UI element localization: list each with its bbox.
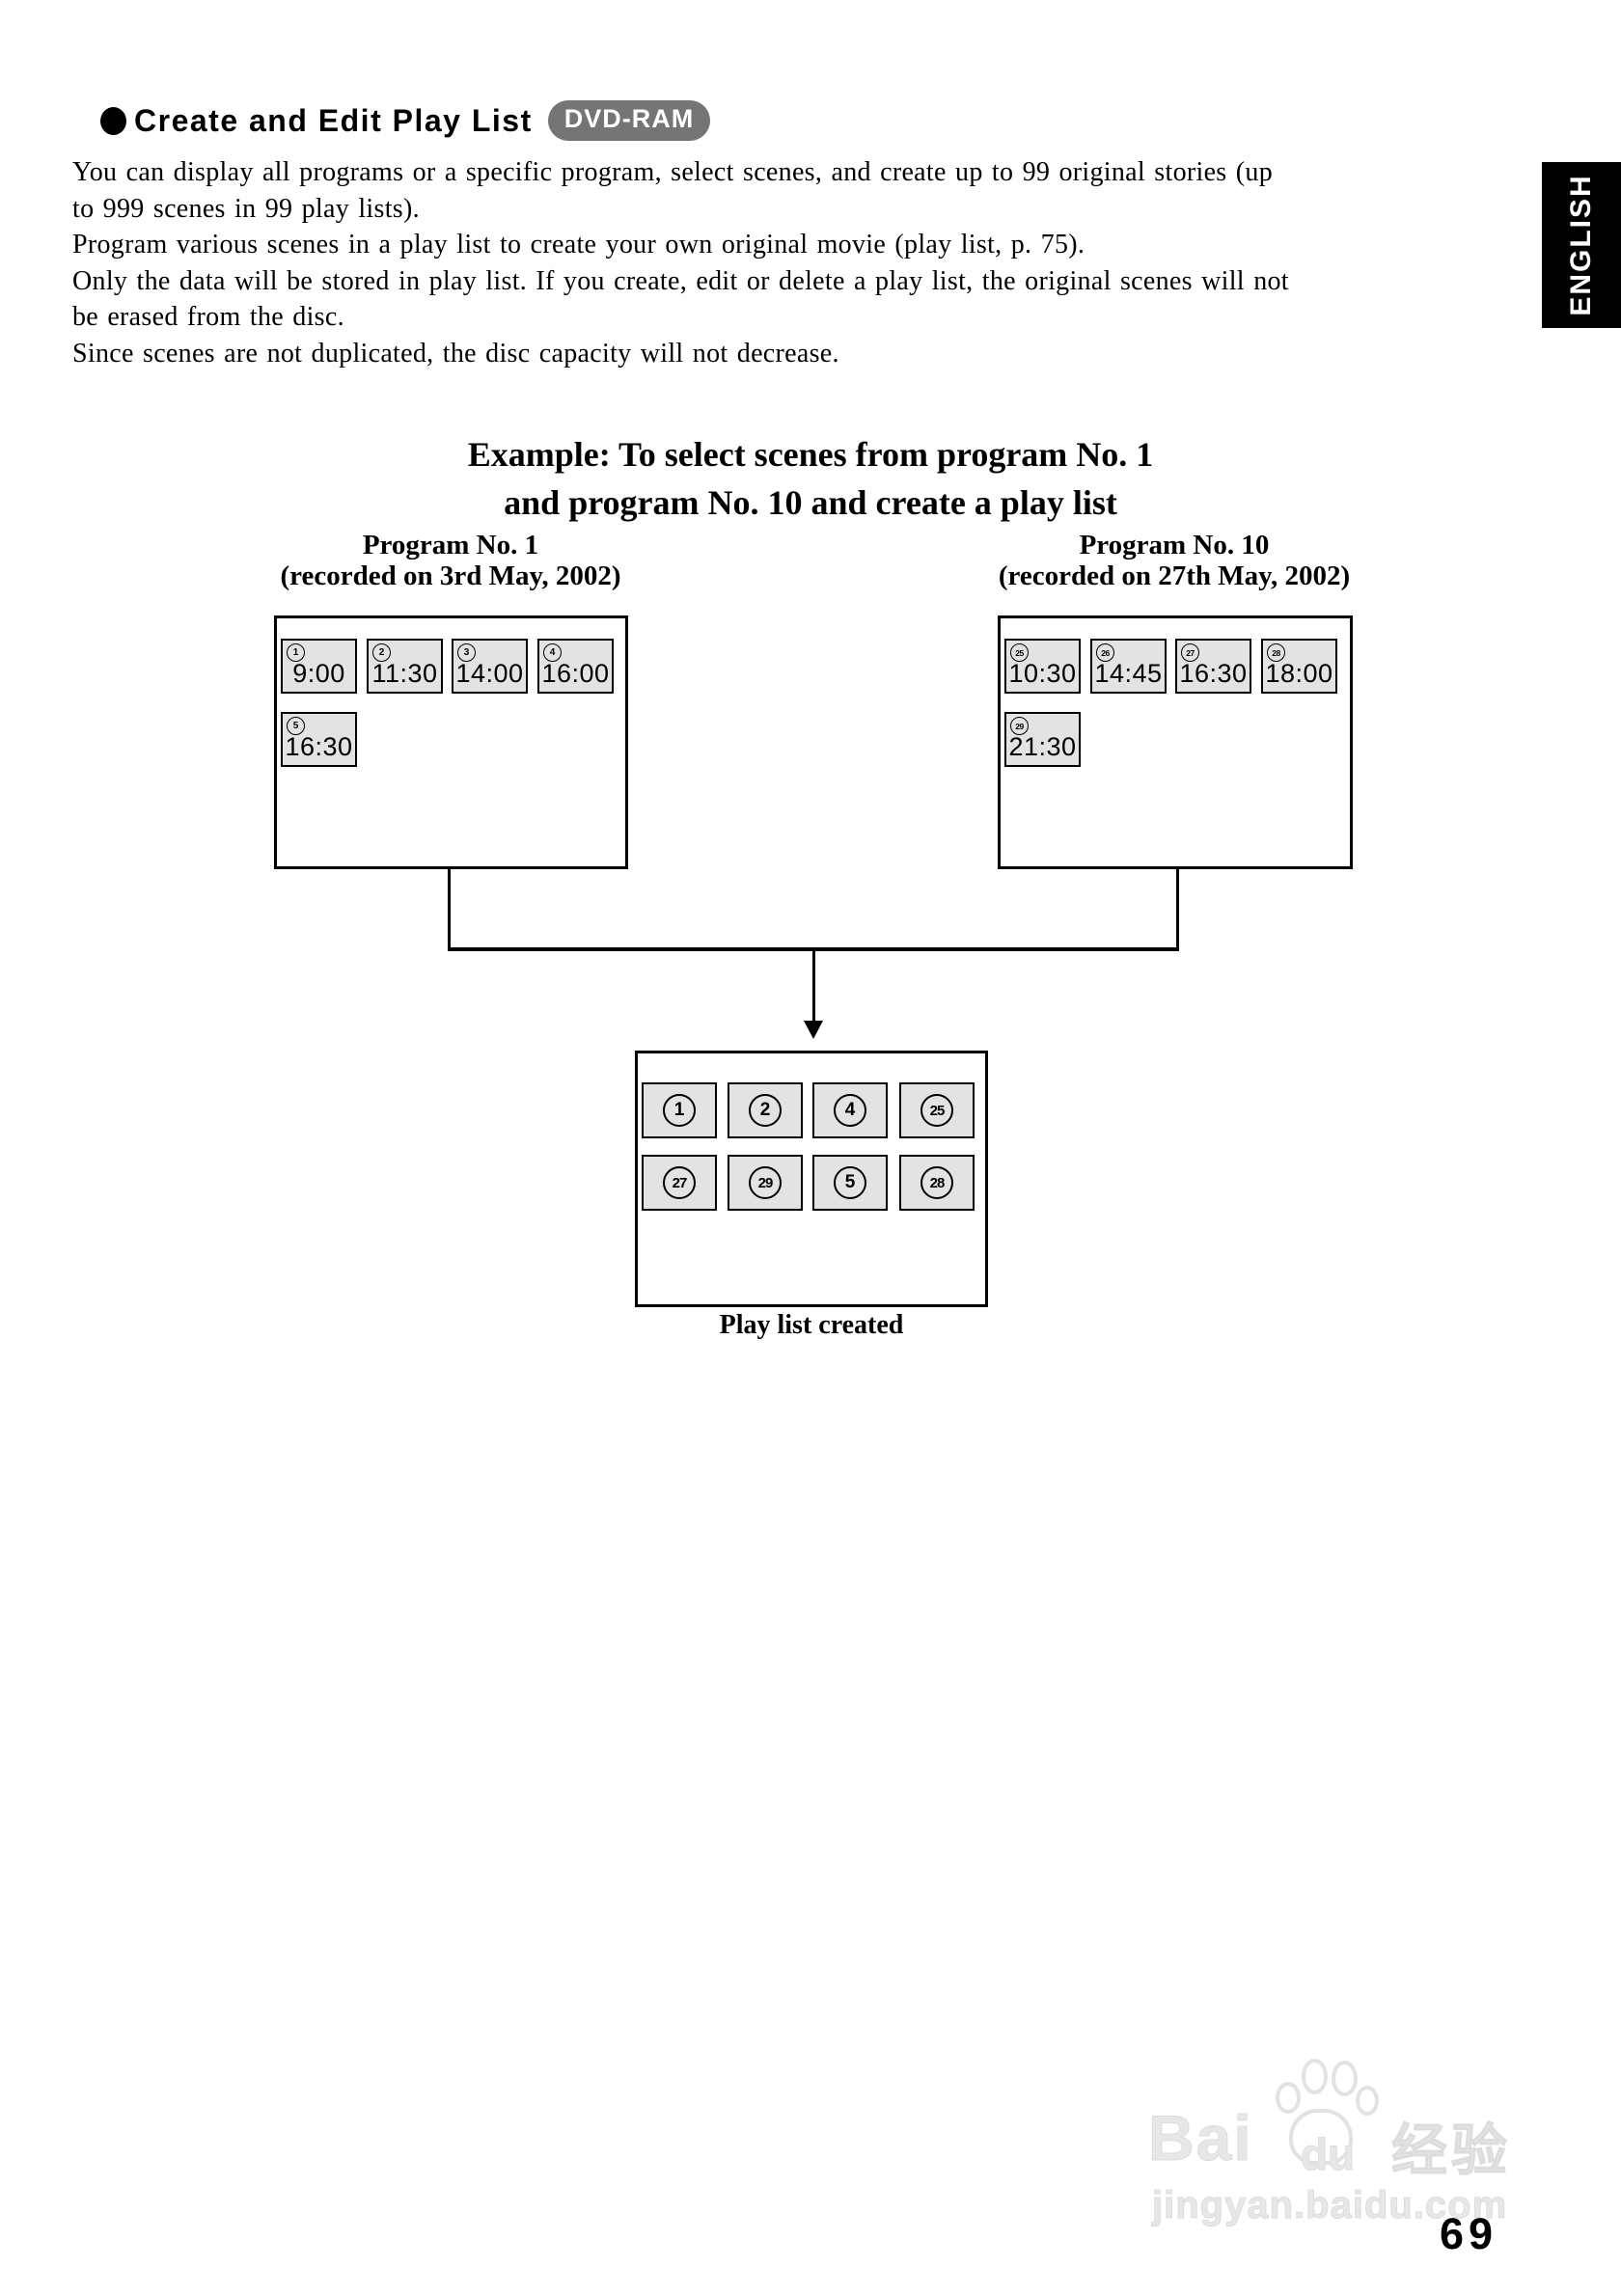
program10-label: Program No. 10 (recorded on 27th May, 20… bbox=[949, 530, 1399, 591]
arrow-down-icon bbox=[804, 1021, 823, 1039]
scene-time: 14:45 bbox=[1094, 659, 1163, 688]
scene-number-badge: 5 bbox=[287, 717, 305, 735]
playlist-box: 1 2 4 25 27 29 5 28 bbox=[635, 1051, 988, 1307]
watermark-url: jingyan.baidu.com bbox=[1151, 2184, 1508, 2228]
program1-subtitle: (recorded on 3rd May, 2002) bbox=[280, 560, 621, 591]
paw-icon bbox=[1270, 2055, 1381, 2173]
scene-number-badge: 28 bbox=[1267, 643, 1285, 662]
playlist-cell: 1 bbox=[642, 1082, 717, 1138]
scene-number-badge: 27 bbox=[663, 1166, 696, 1199]
language-tab-label: ENGLISH bbox=[1565, 174, 1597, 316]
connector-line-horizontal bbox=[448, 947, 1179, 951]
dvd-ram-badge: DVD-RAM bbox=[547, 100, 711, 141]
example-heading: Example: To select scenes from program N… bbox=[0, 430, 1621, 527]
scene-time: 9:00 bbox=[292, 659, 345, 688]
scene-number-badge: 1 bbox=[287, 643, 305, 662]
page-number: 69 bbox=[1440, 2209, 1498, 2258]
intro-paragraph: You can display all programs or a specif… bbox=[72, 157, 1289, 369]
scene-number-badge: 26 bbox=[1096, 643, 1114, 662]
section-header: Create and Edit Play List DVD-RAM bbox=[100, 96, 711, 145]
scene-time: 11:30 bbox=[371, 659, 438, 688]
scene-cell: 26 14:45 bbox=[1090, 639, 1167, 694]
program10-box: 25 10:30 26 14:45 27 16:30 28 18:00 29 2… bbox=[998, 615, 1353, 869]
program1-label: Program No. 1 (recorded on 3rd May, 2002… bbox=[226, 530, 675, 591]
playlist-cell: 25 bbox=[899, 1082, 975, 1138]
scene-cell: 2 11:30 bbox=[367, 639, 443, 694]
scene-number-badge: 4 bbox=[834, 1094, 866, 1127]
scene-cell: 5 16:30 bbox=[281, 712, 357, 767]
scene-time: 14:00 bbox=[455, 659, 524, 688]
playlist-caption: Play list created bbox=[719, 1310, 904, 1340]
playlist-cell: 27 bbox=[642, 1155, 717, 1211]
scene-number-badge: 29 bbox=[1010, 717, 1029, 735]
arrow-stem bbox=[812, 951, 815, 1023]
playlist-cell: 4 bbox=[812, 1082, 888, 1138]
scene-cell: 29 21:30 bbox=[1004, 712, 1081, 767]
connector-line-right bbox=[1176, 869, 1179, 950]
scene-time: 16:30 bbox=[285, 732, 353, 761]
playlist-cell: 2 bbox=[728, 1082, 803, 1138]
scene-time: 18:00 bbox=[1265, 659, 1333, 688]
scene-number-badge: 2 bbox=[372, 643, 391, 662]
watermark-cjk-text: 经验 bbox=[1390, 2119, 1512, 2183]
scene-number-badge: 4 bbox=[543, 643, 562, 662]
program10-title: Program No. 10 bbox=[1079, 530, 1270, 560]
program10-subtitle: (recorded on 27th May, 2002) bbox=[998, 560, 1351, 591]
scene-number-badge: 25 bbox=[1010, 643, 1029, 662]
scene-number-badge: 3 bbox=[457, 643, 476, 662]
example-heading-line2: and program No. 10 and create a play lis… bbox=[504, 483, 1117, 522]
example-heading-line1: Example: To select scenes from program N… bbox=[467, 435, 1154, 474]
watermark-brand-text: Bai bbox=[1148, 2102, 1253, 2174]
section-title: Create and Edit Play List bbox=[134, 102, 533, 138]
scene-time: 10:30 bbox=[1008, 659, 1077, 688]
scene-time: 16:00 bbox=[541, 659, 610, 688]
bullet-icon bbox=[100, 106, 126, 135]
scene-cell: 4 16:00 bbox=[537, 639, 614, 694]
playlist-cell: 28 bbox=[899, 1155, 975, 1211]
playlist-cell: 5 bbox=[812, 1155, 888, 1211]
scene-time: 21:30 bbox=[1008, 732, 1077, 761]
scene-number-badge: 5 bbox=[834, 1166, 866, 1199]
playlist-cell: 29 bbox=[728, 1155, 803, 1211]
scene-number-badge: 29 bbox=[749, 1166, 782, 1199]
scene-number-badge: 25 bbox=[920, 1094, 953, 1127]
connector-line-left bbox=[448, 869, 451, 950]
program1-box: 1 9:00 2 11:30 3 14:00 4 16:00 5 16:30 bbox=[274, 615, 628, 869]
scene-cell: 28 18:00 bbox=[1261, 639, 1337, 694]
scene-cell: 3 14:00 bbox=[452, 639, 528, 694]
scene-number-badge: 2 bbox=[749, 1094, 782, 1127]
scene-cell: 1 9:00 bbox=[281, 639, 357, 694]
language-tab: ENGLISH bbox=[1542, 162, 1621, 328]
baidu-watermark: Bai du 经验 jingyan.baidu.com bbox=[1148, 2055, 1553, 2238]
scene-cell: 25 10:30 bbox=[1004, 639, 1081, 694]
scene-time: 16:30 bbox=[1179, 659, 1248, 688]
scene-number-badge: 27 bbox=[1181, 643, 1199, 662]
scene-number-badge: 1 bbox=[663, 1094, 696, 1127]
scene-number-badge: 28 bbox=[920, 1166, 953, 1199]
program1-title: Program No. 1 bbox=[362, 530, 539, 560]
scene-cell: 27 16:30 bbox=[1175, 639, 1251, 694]
watermark-brand-text2: du bbox=[1300, 2129, 1356, 2180]
